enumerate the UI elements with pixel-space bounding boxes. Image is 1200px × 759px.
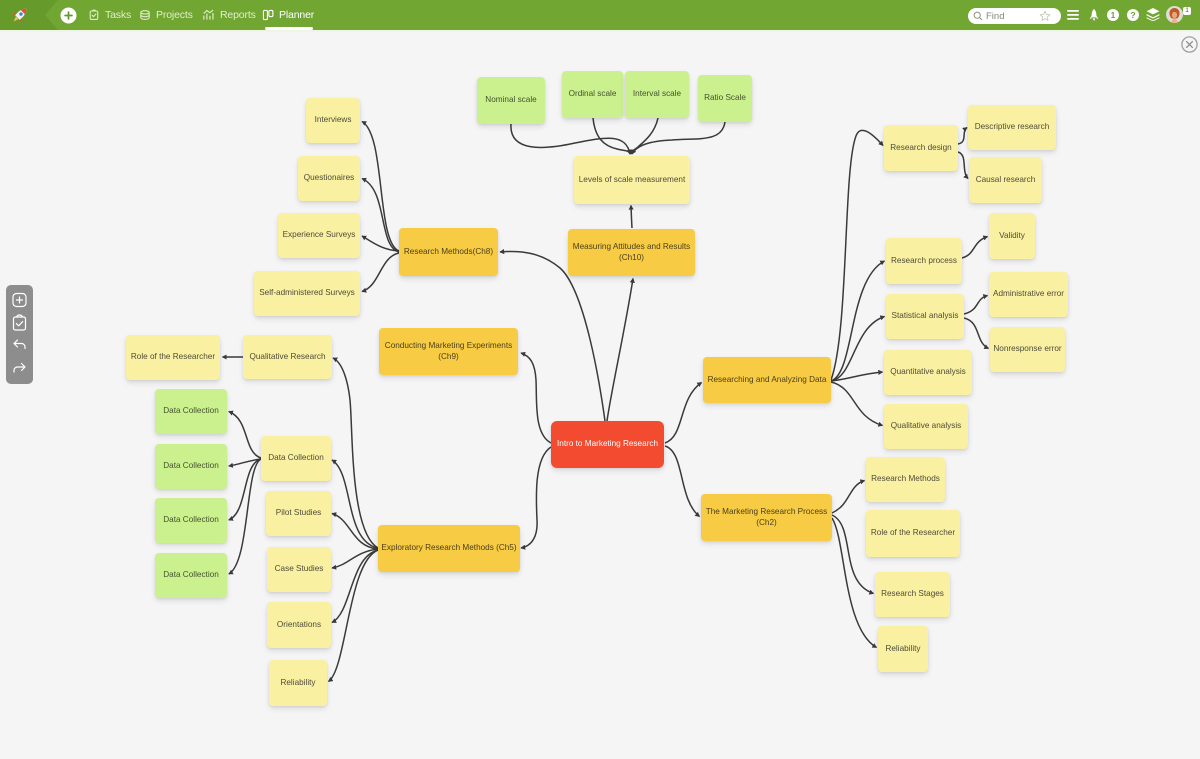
svg-text:1: 1 xyxy=(1111,10,1116,19)
svg-text:?: ? xyxy=(1130,10,1135,20)
